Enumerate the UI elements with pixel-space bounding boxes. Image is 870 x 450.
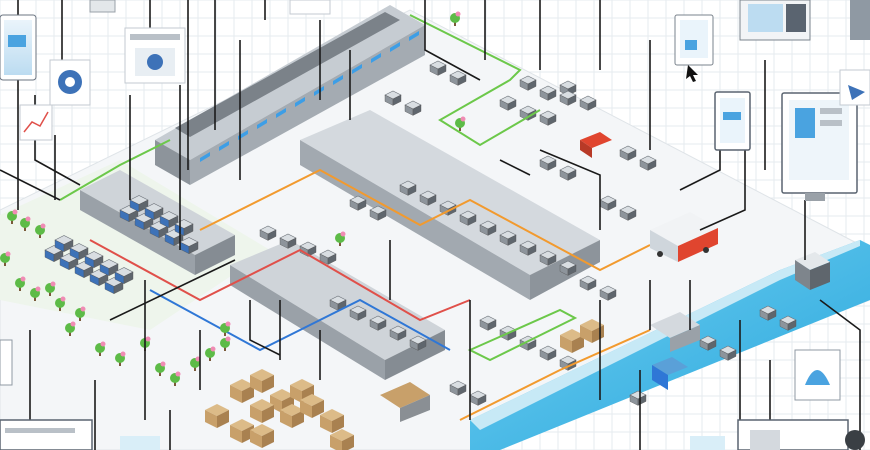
main-warehouse-building <box>155 5 425 185</box>
monitor-icon <box>850 0 870 40</box>
machinery-clusters <box>44 60 797 406</box>
server-rack-icon <box>89 0 116 13</box>
green-left-path <box>59 139 171 201</box>
chart-panel-icon <box>839 69 870 106</box>
green-loop-path <box>467 308 578 362</box>
chart-panel-icon <box>19 104 53 141</box>
monitor-icon <box>739 0 811 41</box>
gear-network-icon <box>49 59 91 106</box>
orange-flow-path <box>199 168 651 272</box>
truck-icon <box>580 132 612 158</box>
green-flow-path <box>409 14 541 147</box>
flow-paths <box>59 14 651 421</box>
chart-panel-icon <box>690 436 725 450</box>
trees <box>0 11 466 386</box>
warning-shield-icon <box>794 349 841 401</box>
truck-icon <box>650 212 718 262</box>
water-bank <box>470 240 860 430</box>
truck-icon <box>650 312 700 352</box>
red-flow-path <box>89 239 471 322</box>
monitor-icon <box>781 92 858 201</box>
tablet-icon <box>0 14 37 81</box>
blue-flow-path <box>149 289 451 352</box>
monitor-icon <box>674 14 714 82</box>
lawn-area <box>0 160 270 330</box>
box-pallets <box>205 319 604 450</box>
chart-panel-icon <box>120 436 160 450</box>
chart-panel-icon <box>289 0 331 15</box>
server-rack-icon <box>795 252 830 290</box>
truck-icon <box>380 382 430 422</box>
tablet-icon <box>714 91 751 151</box>
orange-lower-path <box>459 329 651 421</box>
chart-panel-icon <box>0 339 13 386</box>
cursor-pointer-icon <box>686 65 698 82</box>
chart-panel-icon <box>0 419 93 450</box>
server-rack-icon <box>737 419 865 450</box>
chart-panel-icon <box>124 27 186 84</box>
machine-blue-crate <box>652 357 688 390</box>
